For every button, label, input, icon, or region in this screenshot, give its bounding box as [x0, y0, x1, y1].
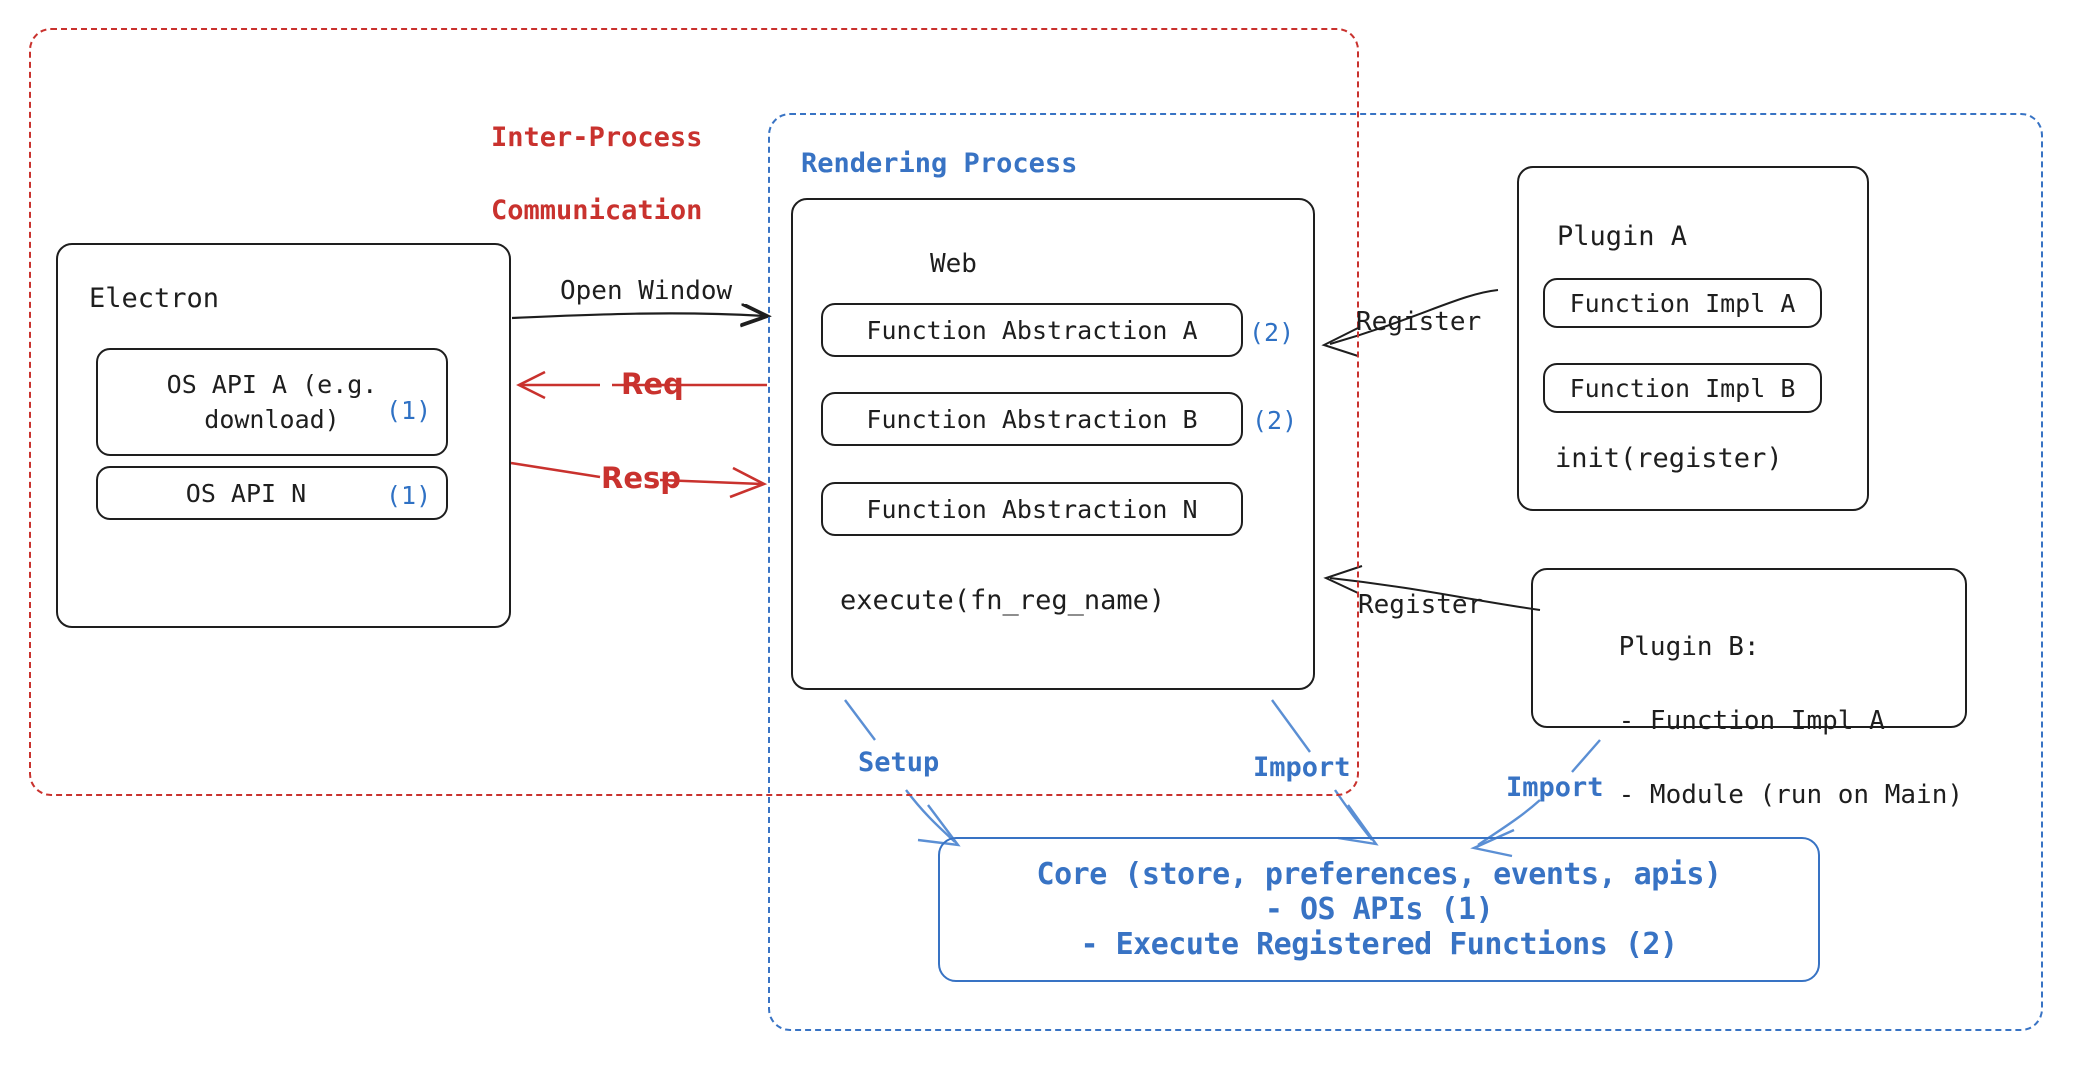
plugin-a-item-function-impl-b-label: Function Impl B — [1569, 373, 1796, 403]
group-ipc-label: Inter-Process Communication — [426, 84, 702, 266]
plugin-b-lines: Plugin B: - Function Impl A - Module (ru… — [1556, 592, 1963, 850]
web-footer-execute: execute(fn_reg_name) — [840, 585, 1166, 616]
plugin-a-footer-init: init(register) — [1555, 443, 1783, 474]
plugin-a-title: Plugin A — [1557, 221, 1688, 252]
plugin-b-line-module: - Module (run on Main) — [1618, 779, 1963, 810]
edge-register-plugin-a-label: Register — [1356, 307, 1482, 337]
plugin-a-item-function-impl-a-label: Function Impl A — [1569, 288, 1796, 318]
plugin-b-line-function-impl-a: - Function Impl A — [1618, 705, 1885, 736]
web-item-function-abstraction-b-label: Function Abstraction B — [866, 404, 1198, 434]
group-rendering-process-label: Rendering Process — [801, 148, 1078, 179]
edge-req-label: Req — [621, 367, 684, 401]
edge-import-web-label: Import — [1253, 752, 1351, 783]
electron-item-os-api-a-annotation: (1) — [386, 396, 432, 425]
group-inter-process-communication — [29, 28, 1359, 796]
web-title: Web — [930, 249, 977, 279]
electron-box[interactable] — [56, 243, 511, 628]
plugin-a-item-function-impl-b[interactable]: Function Impl B — [1543, 363, 1822, 413]
plugin-b-box[interactable] — [1531, 568, 1967, 728]
core-line-os-apis: - OS APIs (1) — [1264, 892, 1494, 927]
group-rendering-process — [768, 113, 2043, 1031]
web-box[interactable] — [791, 198, 1315, 690]
core-box[interactable]: Core (store, preferences, events, apis) … — [938, 837, 1820, 982]
web-item-function-abstraction-n-label: Function Abstraction N — [866, 494, 1198, 524]
web-item-function-abstraction-n[interactable]: Function Abstraction N — [821, 482, 1243, 536]
plugin-b-line-title: Plugin B: — [1618, 631, 1760, 662]
group-ipc-label-line1: Inter-Process — [491, 122, 703, 154]
electron-item-os-api-n-annotation: (1) — [386, 481, 432, 510]
core-line-store: Core (store, preferences, events, apis) — [1036, 857, 1722, 892]
edge-resp-label: Resp — [601, 461, 682, 495]
group-ipc-label-line2: Communication — [491, 195, 703, 227]
electron-item-os-api-a[interactable]: OS API A (e.g. download) — [96, 348, 448, 456]
edge-register-plugin-b-label: Register — [1358, 590, 1484, 620]
plugin-a-item-function-impl-a[interactable]: Function Impl A — [1543, 278, 1822, 328]
electron-item-os-api-a-label: OS API A (e.g. download) — [166, 370, 378, 434]
web-item-function-abstraction-b-annotation: (2) — [1252, 406, 1298, 435]
edge-import-plugin-b-label: Import — [1506, 772, 1604, 803]
web-item-function-abstraction-a-annotation: (2) — [1249, 318, 1295, 347]
edge-setup-label: Setup — [858, 747, 940, 778]
electron-title: Electron — [89, 283, 220, 314]
edge-open-window-label: Open Window — [560, 276, 733, 306]
electron-item-os-api-n[interactable]: OS API N — [96, 466, 448, 520]
web-item-function-abstraction-a-label: Function Abstraction A — [866, 315, 1198, 345]
core-line-execute-registered: - Execute Registered Functions (2) — [1080, 927, 1678, 962]
electron-item-os-api-n-label: OS API N — [185, 478, 307, 508]
web-item-function-abstraction-b[interactable]: Function Abstraction B — [821, 392, 1243, 446]
web-item-function-abstraction-a[interactable]: Function Abstraction A — [821, 303, 1243, 357]
plugin-a-box[interactable] — [1517, 166, 1869, 511]
